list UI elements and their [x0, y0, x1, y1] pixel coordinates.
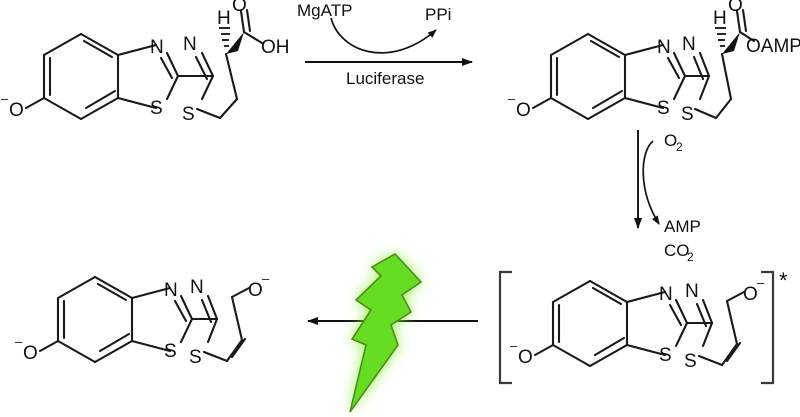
- stereo-h-luciferin: H: [217, 8, 231, 29]
- excited-state-asterisk: *: [779, 268, 788, 293]
- bracket-right: [761, 270, 775, 385]
- benzothiazole-n-excited: N: [659, 284, 673, 305]
- benzothiazole-ring-adenylate: [623, 43, 687, 110]
- phenolate-charge-oxy: –: [15, 334, 23, 349]
- oxidation-reaction-arrow: O 2 AMP CO 2: [634, 130, 701, 264]
- phenolate-o-luciferin: O: [9, 100, 24, 121]
- enolate-o-oxy: O: [248, 280, 263, 301]
- thiazole-ring-oxy: [200, 294, 247, 363]
- benzothiazole-n-adenylate: N: [657, 37, 671, 58]
- thiazole-s-excited: S: [684, 351, 697, 372]
- thiazole-s-oxy: S: [189, 347, 202, 368]
- benzothiazole-ring-excited: [625, 290, 689, 357]
- enolate-charge-excited: –: [757, 275, 765, 290]
- stereo-wedge-luciferin: [226, 32, 244, 54]
- structure-luciferyl-adenylate: O – N S N S: [508, 0, 800, 125]
- thiazoline-n-luciferin: N: [183, 34, 197, 55]
- stereo-h-adenylate: H: [713, 8, 727, 29]
- structure-luciferin: O – N S N S: [1, 0, 290, 125]
- thiazoline-s-adenylate: S: [681, 104, 694, 125]
- product-label-ppi: PPi: [425, 5, 451, 24]
- o2-main: O: [664, 131, 677, 150]
- acid-group-luciferin: OH: [261, 37, 290, 58]
- thiazoline-ring-adenylate: [692, 51, 733, 120]
- stereo-hash-adenylate: [715, 27, 726, 47]
- adenylation-reaction-arrow: MgATP PPi Luciferase: [297, 1, 473, 88]
- benzothiazole-ring-oxy: [130, 286, 194, 353]
- thiazole-n-oxy: N: [190, 277, 204, 298]
- enolate-charge-oxy: –: [262, 271, 270, 286]
- co2-subscript: 2: [687, 250, 694, 264]
- benzene-ring-adenylate: [549, 32, 627, 121]
- phenolate-o-adenylate: O: [516, 100, 531, 121]
- benzothiazole-n-luciferin: N: [150, 37, 164, 58]
- product-label-amp: AMP: [664, 217, 701, 236]
- lightning-bolt-icon: [349, 252, 423, 413]
- stereo-wedge-adenylate: [722, 32, 740, 54]
- thiazoline-n-adenylate: N: [682, 34, 696, 55]
- phenolate-charge-adenylate: –: [508, 91, 516, 106]
- phenolate-o-oxy: O: [23, 343, 38, 364]
- benzene-ring-luciferin: [42, 32, 120, 121]
- product-label-co2: CO 2: [664, 241, 694, 264]
- bracket-left: [498, 270, 512, 385]
- benzothiazole-s-adenylate: S: [657, 98, 670, 119]
- benzene-ring-oxy: [56, 275, 134, 364]
- enolate-o-excited: O: [743, 284, 758, 305]
- structure-oxyluciferin: O – N S N S: [15, 271, 270, 368]
- catalyst-label-luciferase: Luciferase: [346, 69, 424, 88]
- thiazoline-s-luciferin: S: [182, 104, 195, 125]
- phenolate-charge-luciferin: –: [1, 91, 9, 106]
- phenolate-o-excited: O: [518, 347, 533, 368]
- benzothiazole-s-excited: S: [659, 345, 672, 366]
- benzothiazole-s-luciferin: S: [150, 98, 163, 119]
- reactant-label-mgatp: MgATP: [297, 1, 352, 20]
- co2-main: CO: [664, 241, 690, 260]
- benzene-ring-excited: [551, 279, 629, 368]
- thiazole-ring-excited: [695, 298, 742, 367]
- ester-group-oamp: OAMP: [746, 36, 800, 57]
- carbonyl-o-luciferin: O: [232, 0, 247, 16]
- thiazole-n-excited: N: [685, 281, 699, 302]
- stereo-hash-luciferin: [219, 27, 230, 47]
- o2-subscript: 2: [676, 140, 683, 154]
- carbonyl-o-adenylate: O: [728, 0, 743, 16]
- structure-excited-oxyluciferin: * O – N S: [498, 268, 788, 385]
- thiazoline-ring-luciferin: [194, 51, 239, 120]
- phenolate-charge-excited: –: [510, 338, 518, 353]
- reactant-label-o2: O 2: [664, 131, 683, 154]
- benzothiazole-n-oxy: N: [164, 280, 178, 301]
- benzothiazole-ring-luciferin: [116, 43, 180, 110]
- benzothiazole-s-oxy: S: [164, 341, 177, 362]
